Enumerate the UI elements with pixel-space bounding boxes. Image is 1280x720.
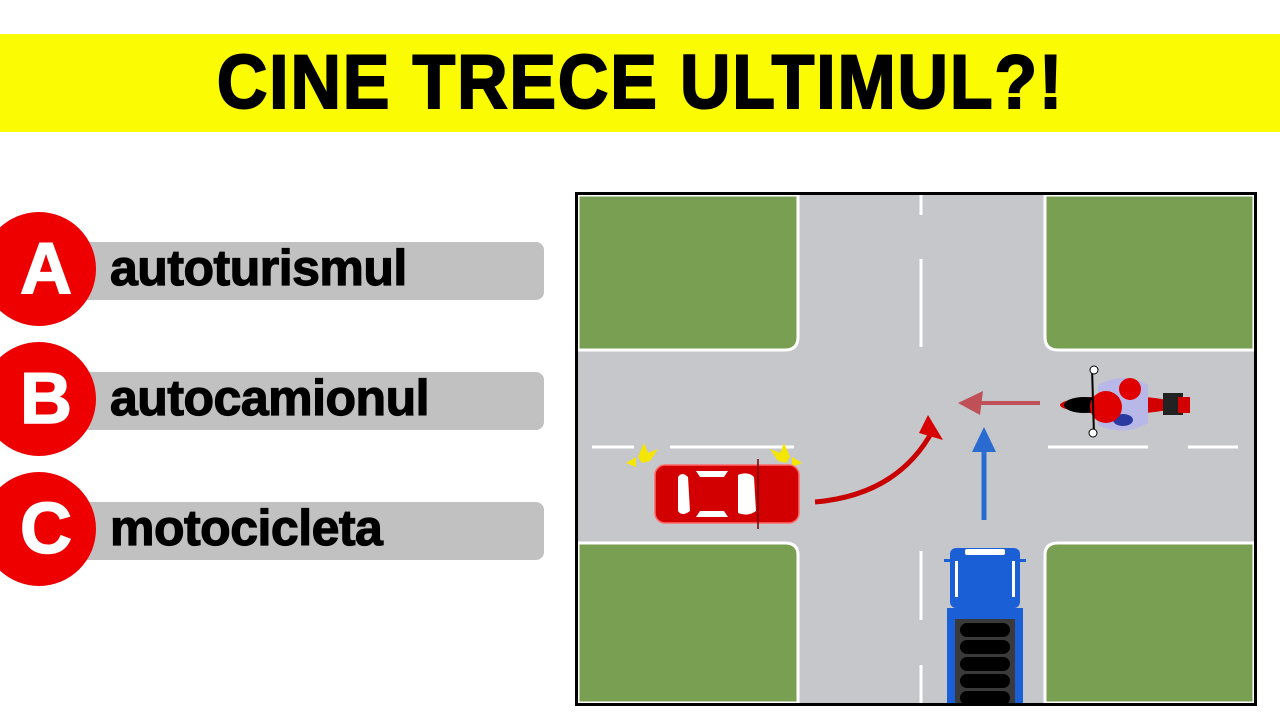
answer-bar <box>80 242 544 300</box>
answer-letter-badge: B <box>0 342 96 456</box>
title-banner: CINE TRECE ULTIMUL?! <box>0 34 1280 132</box>
page-title: CINE TRECE ULTIMUL?! <box>215 40 1064 125</box>
answer-label: autocamionul <box>109 369 430 426</box>
answer-option-c[interactable]: C motocicleta <box>0 472 560 586</box>
intersection-svg <box>578 195 1254 703</box>
answer-label: autoturismul <box>109 239 407 296</box>
answer-letter-badge: C <box>0 472 96 586</box>
answer-letter: B <box>19 359 73 439</box>
grass-top-left <box>578 195 800 352</box>
red-car-icon <box>626 443 802 529</box>
intersection-diagram <box>575 192 1257 706</box>
car-turn-arrow-icon <box>814 415 943 505</box>
answer-letter-badge: A <box>0 212 96 326</box>
answer-bar <box>80 502 544 560</box>
answer-bar <box>80 372 544 430</box>
lane-markings <box>592 195 1238 703</box>
answer-option-a[interactable]: A autoturismul <box>0 212 560 326</box>
motorcycle-icon <box>1060 365 1190 438</box>
blue-truck-icon <box>944 548 1026 703</box>
truck-straight-arrow-icon <box>972 427 996 520</box>
answer-letter: C <box>19 489 73 569</box>
motorcycle-straight-arrow-icon <box>958 391 1040 415</box>
answer-option-b[interactable]: B autocamionul <box>0 342 560 456</box>
grass-top-right <box>1043 195 1254 352</box>
answer-letter: A <box>19 229 73 309</box>
grass-bottom-left <box>578 541 800 703</box>
answer-label: motocicleta <box>109 499 383 556</box>
grass-bottom-right <box>1043 541 1254 703</box>
